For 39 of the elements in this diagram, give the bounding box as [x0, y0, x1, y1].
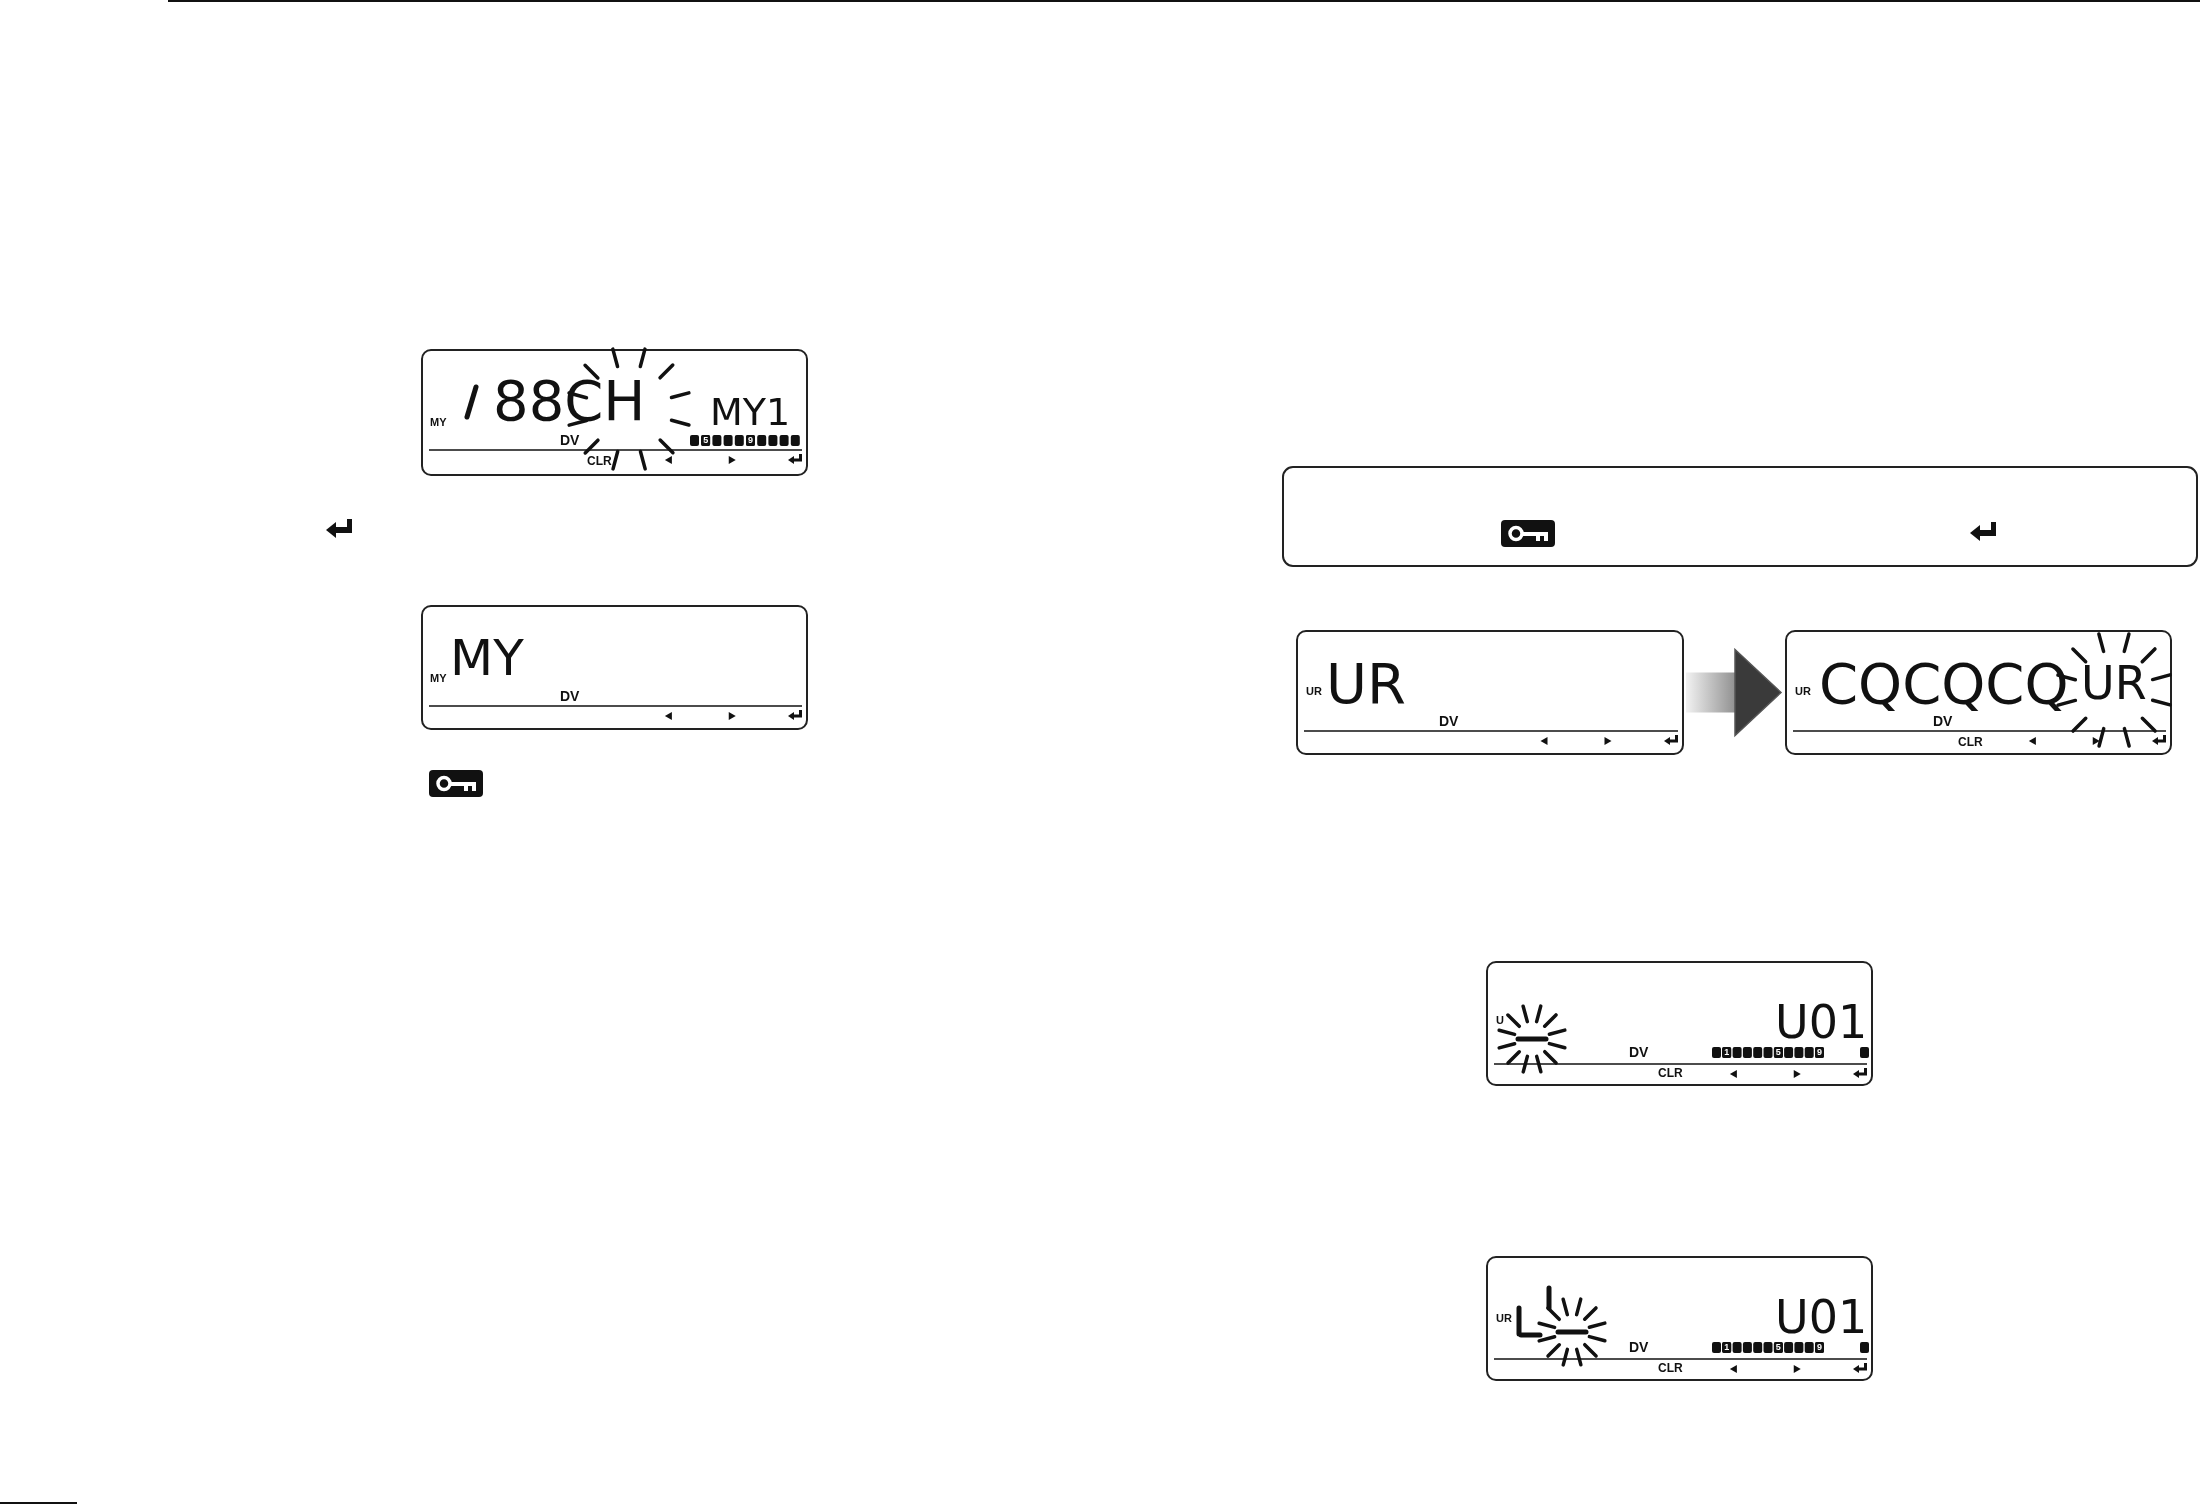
indicator-label: U — [1496, 1015, 1504, 1026]
mode-label: DV — [560, 689, 580, 703]
lcd-display — [421, 349, 808, 476]
arrow — [1686, 648, 1782, 737]
key-label: CLR — [1658, 1067, 1683, 1079]
lcd-characters: UR — [1326, 656, 1406, 712]
meter-digit: 5 — [701, 435, 711, 446]
mode-label: DV — [1933, 714, 1953, 728]
lcd-characters: MY — [450, 633, 524, 683]
indicator-label: UR — [1795, 686, 1811, 697]
indicator-label: MY — [430, 417, 447, 428]
meter-digit: 9 — [1815, 1342, 1824, 1353]
key-label: CLR — [1658, 1362, 1683, 1374]
meter-digit: 5 — [1773, 1047, 1783, 1058]
indicator-label: MY — [430, 673, 447, 684]
meter-digit: 9 — [746, 435, 755, 446]
lcd-characters: U01 — [1775, 999, 1868, 1045]
key-label: CLR — [1958, 736, 1983, 748]
lcd-characters: U01 — [1775, 1294, 1868, 1340]
lcd-characters: 88CH — [493, 373, 646, 429]
meter-digit: 5 — [1773, 1342, 1783, 1353]
mode-label: DV — [560, 433, 580, 447]
indicator-label: UR — [1306, 686, 1322, 697]
mode-label: DV — [1629, 1045, 1649, 1059]
lcd-display — [1486, 961, 1873, 1086]
lcd-characters: UR — [2081, 660, 2147, 706]
meter-digit: 1 — [1722, 1047, 1732, 1058]
lcd-display — [421, 605, 808, 730]
mode-label: DV — [1439, 714, 1459, 728]
lcd-display — [1486, 1256, 1873, 1381]
lcd-display — [1296, 630, 1684, 755]
lcd-display — [1785, 630, 2172, 755]
lcd-characters: CQCQCQ — [1819, 656, 2069, 712]
meter-digit: 9 — [1815, 1047, 1824, 1058]
lcd-characters: MY1 — [710, 393, 791, 431]
meter-digit: 1 — [1722, 1342, 1732, 1353]
key-label: CLR — [587, 455, 612, 467]
mode-label: DV — [1629, 1340, 1649, 1354]
indicator-label: UR — [1496, 1313, 1512, 1324]
